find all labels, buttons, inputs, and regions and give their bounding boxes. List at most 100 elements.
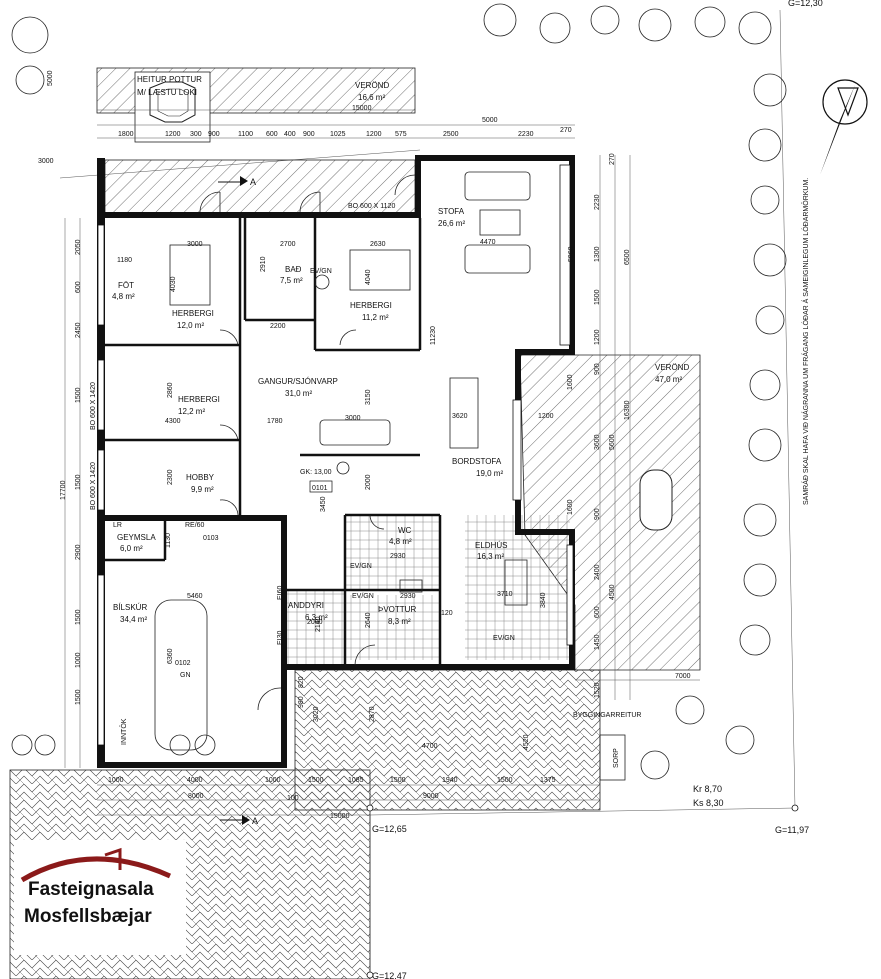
furniture <box>154 171 626 781</box>
svg-text:3710: 3710 <box>497 591 513 598</box>
svg-text:3150: 3150 <box>365 389 372 405</box>
svg-text:4500: 4500 <box>609 584 616 600</box>
trees <box>11 3 787 780</box>
svg-text:2700: 2700 <box>280 241 296 248</box>
label-herbergi-3-area: 12,2 m² <box>178 407 205 416</box>
kitchen-island-icon <box>504 559 528 606</box>
label-herbergi-2: HERBERGI <box>350 301 392 310</box>
label-stofa: STOFA <box>438 207 465 216</box>
svg-text:600: 600 <box>75 281 82 293</box>
svg-text:2230: 2230 <box>518 131 534 138</box>
svg-text:1500: 1500 <box>75 689 82 705</box>
svg-text:16300: 16300 <box>624 400 631 420</box>
svg-text:1500: 1500 <box>308 777 324 784</box>
svg-text:2930: 2930 <box>400 593 416 600</box>
outdoor-table-icon <box>639 469 673 531</box>
svg-text:3620: 3620 <box>452 413 468 420</box>
svg-text:1300: 1300 <box>594 246 601 262</box>
label-bad-area: 7,5 m² <box>280 276 303 285</box>
sink-icon <box>314 274 330 290</box>
svg-text:2140: 2140 <box>315 616 322 632</box>
label-fot: FÖT <box>118 281 134 290</box>
svg-text:900: 900 <box>303 131 315 138</box>
svg-text:2870: 2870 <box>369 706 376 722</box>
svg-text:1500: 1500 <box>497 777 513 784</box>
svg-text:15000: 15000 <box>352 105 372 112</box>
bed-icon <box>169 244 211 306</box>
dimension-lines <box>64 109 700 816</box>
svg-text:EI30: EI30 <box>277 630 284 645</box>
entrance-tile <box>285 590 345 670</box>
left-dimensions: 2050 600 2450 1500 1500 2900 1500 1000 1… <box>60 239 97 705</box>
svg-text:400: 400 <box>284 131 296 138</box>
bo-left-1: BO 600 X 1420 <box>90 382 97 430</box>
svg-text:5000: 5000 <box>482 117 498 124</box>
svg-text:1940: 1940 <box>442 777 458 784</box>
svg-text:3840: 3840 <box>540 592 547 608</box>
room-labels: STOFA 26,6 m² FÖT 4,8 m² BAÐ 7,5 m² HERB… <box>112 207 507 626</box>
label-eldhus: ELDHÚS <box>475 541 507 550</box>
svg-text:1520: 1520 <box>594 682 601 698</box>
logo-line-2: Mosfellsbæjar <box>24 906 152 927</box>
svg-text:900: 900 <box>208 131 220 138</box>
label-wc-area: 4,8 m² <box>389 537 412 546</box>
car-icon <box>154 599 208 751</box>
svg-text:4030: 4030 <box>170 276 177 292</box>
svg-text:2910: 2910 <box>260 256 267 272</box>
dining-table-icon <box>449 377 479 449</box>
inner-dimensions: 3000 2700 2630 1180 4030 2910 4040 4470 … <box>117 239 554 750</box>
svg-text:2000: 2000 <box>365 474 372 490</box>
label-heitur-pottur-sub: M/ LÆSTU LOKI <box>137 88 197 97</box>
svg-text:6500: 6500 <box>624 249 631 265</box>
label-verond-top-area: 16,6 m² <box>358 93 385 102</box>
svg-text:2230: 2230 <box>594 194 601 210</box>
code-0102: 0102 <box>175 660 191 667</box>
svg-text:1600: 1600 <box>567 499 574 515</box>
svg-text:270: 270 <box>560 127 572 134</box>
svg-text:1200: 1200 <box>165 131 181 138</box>
kitchen-tile <box>465 515 570 660</box>
g-label-3: G=12,47 <box>372 971 407 979</box>
lr-label: LR <box>113 522 122 529</box>
svg-text:4300: 4300 <box>165 418 181 425</box>
wc-tile <box>345 515 440 590</box>
label-geymsla: GEYMSLA <box>117 533 156 542</box>
svg-text:3600: 3600 <box>594 434 601 450</box>
svg-text:5000: 5000 <box>47 70 54 86</box>
svg-text:820: 820 <box>298 676 305 688</box>
svg-text:1500: 1500 <box>75 609 82 625</box>
section-a-bottom: A <box>252 816 258 826</box>
label-stofa-area: 26,6 m² <box>438 219 465 228</box>
svg-text:4700: 4700 <box>422 743 438 750</box>
svg-text:5460: 5460 <box>187 593 203 600</box>
svg-text:2860: 2860 <box>167 382 174 398</box>
svg-text:5960: 5960 <box>568 246 575 262</box>
svg-text:3000: 3000 <box>345 415 361 422</box>
code-0101: 0101 <box>312 485 328 492</box>
svg-text:1500: 1500 <box>75 474 82 490</box>
label-geymsla-area: 6,0 m² <box>120 544 143 553</box>
label-herbergi-3: HERBERGI <box>178 395 220 404</box>
sorp-label: SORP <box>613 748 620 768</box>
svg-text:3000: 3000 <box>187 241 203 248</box>
svg-text:6360: 6360 <box>167 648 174 664</box>
svg-text:270: 270 <box>609 153 616 165</box>
label-verond-top: VERÖND <box>355 81 389 90</box>
svg-text:1800: 1800 <box>118 131 134 138</box>
kr-label: Kr 8,70 <box>693 784 722 794</box>
laundry-tile <box>345 595 440 660</box>
label-bilskur-area: 34,4 m² <box>120 615 147 624</box>
section-arrow-icons <box>218 176 250 825</box>
svg-text:1450: 1450 <box>594 634 601 650</box>
bo-top: BO 600 X 1120 <box>348 203 395 210</box>
svg-text:2300: 2300 <box>167 469 174 485</box>
washer-icon <box>399 579 423 593</box>
svg-text:1780: 1780 <box>267 418 283 425</box>
coffee-table-icon <box>479 209 521 236</box>
svg-text:EV/GN: EV/GN <box>493 635 515 642</box>
svg-text:1600: 1600 <box>567 374 574 390</box>
svg-text:575: 575 <box>395 131 407 138</box>
svg-text:600: 600 <box>594 606 601 618</box>
re60-label: RE/60 <box>185 522 205 529</box>
svg-text:11230: 11230 <box>430 326 437 345</box>
